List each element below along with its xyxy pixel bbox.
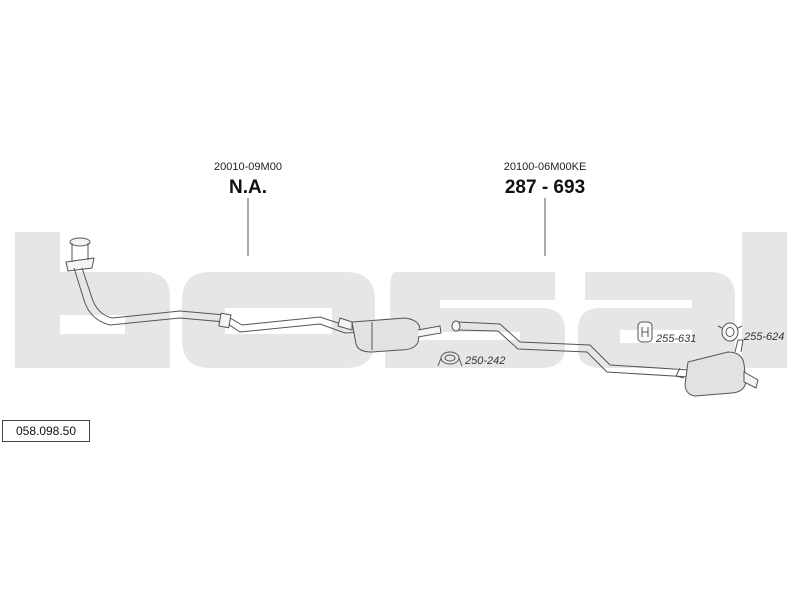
oe-code-rear: 20100-06M00KE (504, 161, 587, 173)
part-number-hanger: 255-631 (655, 333, 696, 345)
front-pipe-tube (73, 267, 366, 334)
rear-pipe-assembly (451, 320, 759, 397)
center-muffler-outlet (417, 325, 442, 338)
reference-code: 058.098.50 (15, 424, 77, 438)
watermark-letter-l (742, 232, 787, 368)
watermark-letter-s (385, 272, 565, 368)
oe-code-front: 20010-09M00 (214, 161, 282, 173)
rear-muffler-bracket (734, 339, 744, 353)
part-number-ring-mount: 255-624 (743, 331, 784, 343)
rubber-hanger-h-icon (637, 321, 653, 343)
rear-pipe-hanger-stud (675, 367, 685, 379)
front-pipe-clamp (218, 312, 232, 329)
center-muffler-inlet (337, 317, 353, 331)
watermark-letter-o (182, 272, 375, 368)
rear-muffler-tailpipe (743, 371, 759, 389)
rear-pipe-tube-inner (457, 329, 691, 378)
reference-code-box: 058.098.50 (2, 420, 90, 442)
part-label-rear: 287 - 693 (505, 177, 585, 198)
front-pipe-assembly (65, 237, 442, 353)
rear-pipe-tube (457, 321, 691, 371)
center-muffler (351, 317, 421, 353)
clamp-ring-icon (437, 351, 463, 367)
rear-pipe-inlet-end (451, 320, 461, 332)
front-pipe-flange-plate (65, 257, 95, 272)
rear-muffler (684, 351, 747, 397)
bosal-watermark (15, 232, 787, 368)
front-pipe-neck (71, 243, 89, 262)
part-label-front: N.A. (229, 177, 267, 198)
front-pipe-tube-inner (81, 267, 366, 327)
watermark-letter-a (578, 272, 735, 368)
part-number-clamp: 250-242 (464, 355, 505, 367)
rubber-ring-mount-icon (717, 322, 743, 342)
front-pipe-flange-top (69, 237, 91, 247)
